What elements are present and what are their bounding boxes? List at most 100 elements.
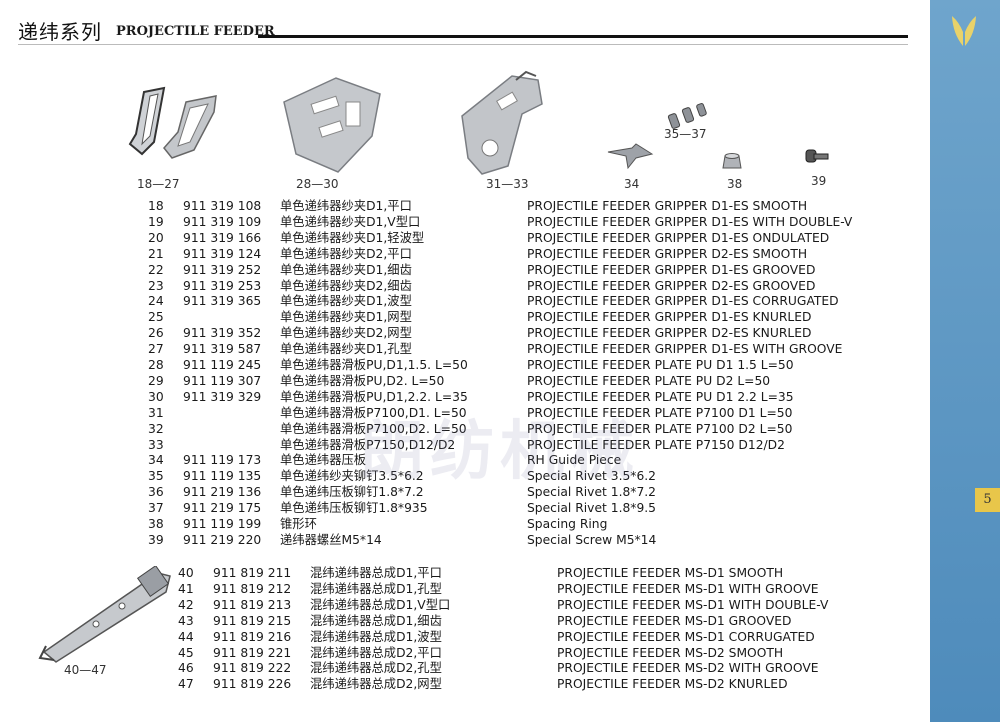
part-code: 911 319 124: [183, 246, 262, 261]
part-name-en: PROJECTILE FEEDER GRIPPER D1-ES WITH DOU…: [527, 214, 853, 229]
part-name-cn: 单色递纬压板铆钉1.8*7.2: [280, 485, 424, 500]
image-label: 18—27: [137, 177, 180, 191]
part-name-cn: 混纬递纬器总成D1,细齿: [310, 613, 442, 628]
part-name-en: PROJECTILE FEEDER MS-D1 SMOOTH: [557, 566, 784, 580]
part-name-cn: 单色递纬器纱夹D1,网型: [280, 310, 412, 325]
part-number: 27: [148, 342, 164, 357]
part-number: 39: [148, 532, 164, 547]
part-name-en: PROJECTILE FEEDER PLATE P7100 D1 L=50: [527, 405, 793, 420]
part-name-en: PROJECTILE FEEDER PLATE PU D2 L=50: [527, 373, 771, 388]
part-name-cn: 单色递纬器纱夹D2,平口: [280, 246, 412, 261]
part-number: 26: [148, 326, 164, 341]
part-name-en: PROJECTILE FEEDER GRIPPER D1-ES ONDULATE…: [527, 230, 830, 245]
part-name-cn: 单色递纬器滑板PU,D2. L=50: [280, 373, 445, 388]
part-code: 911 219 136: [183, 485, 262, 500]
part-name-en: PROJECTILE FEEDER MS-D1 GROOVED: [557, 613, 792, 628]
part-name-cn: 单色递纬器纱夹D1,波型: [280, 294, 412, 309]
part-name-cn: 混纬递纬器总成D1,孔型: [310, 581, 442, 596]
part-name-en: PROJECTILE FEEDER PLATE P7100 D2 L=50: [527, 421, 793, 436]
spacing-ring-icon: [722, 153, 742, 169]
part-name-en: PROJECTILE FEEDER GRIPPER D2-ES KNURLED: [527, 326, 812, 341]
part-code: 911 819 226: [213, 677, 292, 692]
part-code: 911 219 175: [183, 501, 262, 516]
part-name-en: PROJECTILE FEEDER PLATE PU D1 2.2 L=35: [527, 389, 794, 404]
part-number: 47: [178, 677, 194, 692]
slide-plate-icon: [283, 77, 381, 173]
table-row: 21 911 319 124 单色递纬器纱夹D2,平口 PROJECTILE FEED…: [146, 246, 866, 262]
screw-icon: [805, 149, 829, 163]
part-code: 911 819 221: [213, 645, 292, 660]
feeder-assembly-icon: [38, 566, 171, 663]
image-label: 40—47: [64, 663, 107, 677]
image-label: 39: [811, 174, 827, 188]
part-number: 31: [148, 405, 164, 420]
part-name-en: PROJECTILE FEEDER GRIPPER D2-ES SMOOTH: [527, 246, 808, 261]
part-name-en: RH Guide Piece: [527, 453, 622, 468]
part-number: 22: [148, 262, 164, 277]
part-name-en: Special Rivet 3.5*6.2: [527, 469, 657, 484]
header-rule-thin: [18, 44, 908, 45]
part-code: 911 319 108: [183, 199, 262, 213]
part-name-en: PROJECTILE FEEDER MS-D2 SMOOTH: [557, 645, 784, 660]
part-name-en: PROJECTILE FEEDER MS-D1 WITH DOUBLE-V: [557, 597, 829, 612]
image-label: 31—33: [486, 177, 529, 191]
part-number: 21: [148, 246, 164, 261]
part-number: 24: [148, 294, 164, 309]
part-name-cn: 单色递纬器纱夹D2,网型: [280, 326, 412, 341]
part-name-en: PROJECTILE FEEDER MS-D1 CORRUGATED: [557, 629, 815, 644]
part-code: 911 319 587: [183, 342, 262, 357]
table-row: 47 911 819 226 混纬递纬器总成D2,网型 PROJECTILE FEED…: [176, 676, 856, 692]
part-name-en: PROJECTILE FEEDER GRIPPER D1-ES SMOOTH: [527, 199, 808, 213]
part-name-cn: 单色递纬器滑板P7150,D12/D2: [280, 437, 456, 452]
side-bar: [930, 0, 1000, 722]
part-name-cn: 混纬递纬器总成D1,V型口: [310, 597, 451, 612]
part-name-cn: 单色递纬器压板: [280, 453, 367, 468]
part-code: 911 819 215: [213, 613, 292, 628]
part-name-en: Special Rivet 1.8*7.2: [527, 485, 657, 500]
pressure-piece-icon: [607, 143, 654, 170]
part-name-en: PROJECTILE FEEDER MS-D2 WITH GROOVE: [557, 661, 819, 676]
header-title-en: PROJECTILE FEEDER: [116, 24, 275, 39]
part-code: 911 319 109: [183, 214, 262, 229]
image-label: 38: [727, 177, 743, 191]
part-code: 911 319 352: [183, 326, 262, 341]
part-code: 911 119 135: [183, 469, 262, 484]
part-number: 25: [148, 310, 164, 325]
part-code: 911 819 216: [213, 629, 292, 644]
part-name-cn: 单色递纬器纱夹D1,V型口: [280, 214, 421, 229]
part-code: 911 319 166: [183, 230, 262, 245]
header-title-cn: 递纬系列: [18, 20, 102, 44]
part-number: 32: [148, 421, 164, 436]
part-number: 23: [148, 278, 164, 293]
header-rule: [258, 35, 908, 38]
part-name-cn: 递纬器螺丝M5*14: [280, 532, 382, 547]
part-name-cn: 混纬递纬器总成D2,网型: [310, 677, 442, 692]
part-name-cn: 单色递纬器纱夹D1,平口: [280, 199, 412, 213]
part-name-cn: 单色递纬器纱夹D1,细齿: [280, 262, 412, 277]
part-name-en: PROJECTILE FEEDER GRIPPER D1-ES WITH GRO…: [527, 342, 843, 357]
part-name-cn: 单色递纬压板铆钉1.8*935: [280, 501, 428, 516]
part-code: 911 119 245: [183, 358, 262, 372]
part-code: 911 819 211: [213, 566, 292, 580]
part-name-en: PROJECTILE FEEDER MS-D2 KNURLED: [557, 677, 788, 692]
part-number: 30: [148, 389, 164, 404]
part-code: 911 119 199: [183, 517, 262, 531]
part-number: 41: [178, 581, 194, 596]
part-name-cn: 单色递纬器纱夹D1,轻波型: [280, 230, 425, 245]
part-code: 911 819 212: [213, 581, 292, 596]
